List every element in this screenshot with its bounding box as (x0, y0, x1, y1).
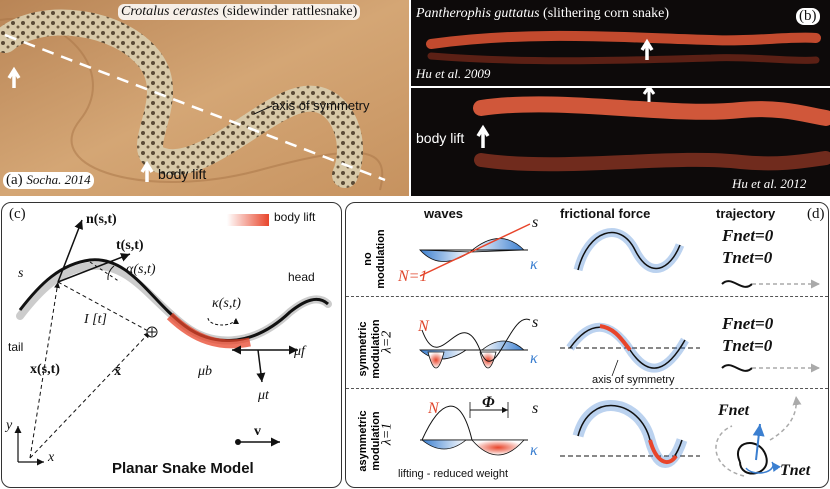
panel-c-caption: Planar Snake Model (112, 460, 254, 477)
panel-c-frame (1, 202, 342, 488)
row2-kappa-label: κ (530, 350, 538, 367)
mu-b-label: μb (198, 364, 213, 379)
axis-of-symmetry-label: axis of symmetry (272, 98, 370, 113)
row1-n1-label: N=1 (398, 268, 428, 285)
corn-snake-illustration-bottom (473, 88, 830, 172)
alpha-label: α(s,t) (126, 262, 156, 277)
sidewinder-illustration (0, 0, 409, 196)
sidewinder-photo (0, 0, 409, 196)
row1-s-label: s (532, 214, 539, 231)
row3-s-label: s (532, 400, 539, 417)
phase-phi-label: Φ (482, 394, 495, 411)
body-lift-legend-label: body lift (274, 210, 316, 224)
arclength-s-label: s (18, 266, 24, 281)
corn-snake-photo-bottom (411, 88, 830, 196)
col-trajectory-header: trajectory (716, 206, 776, 221)
tnet-label: Tnet (780, 462, 811, 479)
col-waves-header: waves (424, 206, 464, 221)
corn-snake-illustration-top (426, 30, 821, 65)
row2-s-label: s (532, 314, 539, 331)
citation-hu-2009: Hu et al. 2009 (416, 66, 491, 81)
corn-snake-photo-top (411, 0, 830, 86)
mu-f-label: μf (294, 344, 305, 359)
fnet-label: Fnet (718, 402, 750, 419)
body-lift-label-b: body lift (416, 130, 465, 146)
velocity-label: v (254, 424, 261, 439)
row-divider-2 (346, 388, 828, 389)
position-vector-label: x(s,t) (30, 362, 60, 377)
row3-lambda: λ=1 (379, 422, 395, 446)
lifting-reduced-weight-label: lifting - reduced weight (398, 468, 509, 480)
head-label: head (288, 270, 315, 284)
axis-of-symmetry-label-d: axis of symmetry (592, 374, 675, 386)
citation-hu-2012: Hu et al. 2012 (732, 176, 807, 191)
tnet-zero-row2: Tnet=0 (722, 336, 773, 355)
fnet-zero-row1: Fnet=0 (722, 226, 774, 245)
panel-d-tag: (d) (804, 206, 828, 223)
x-axis-label: x (48, 450, 55, 465)
planar-snake-model (14, 214, 332, 466)
fnet-zero-row2: Fnet=0 (722, 314, 774, 333)
tangent-vector-label: t(s,t) (116, 238, 144, 253)
row3-kappa-label: κ (530, 442, 538, 459)
body-lift-label-a: body lift (158, 166, 207, 182)
panel-a-tag: (a) Socha. 2014 (3, 172, 94, 189)
panel-b-title: Pantherophis guttatus (slithering corn s… (416, 6, 670, 21)
y-axis-label: y (6, 418, 13, 433)
panel-a-title: Crotalus cerastes (sidewinder rattlesnak… (118, 4, 361, 20)
panel-c-tag: (c) (6, 206, 29, 223)
body-lift-legend-swatch (227, 214, 269, 226)
row2-lambda: λ=2 (379, 330, 395, 354)
modulation-diagrams (418, 223, 820, 477)
tail-label: tail (8, 340, 24, 354)
row3-n-label: N (428, 400, 439, 417)
normal-vector-label: n(s,t) (86, 212, 117, 227)
inertia-label: I [t] (84, 312, 107, 327)
row2-n-label: N (418, 318, 429, 335)
row1-kappa-label: κ (530, 256, 538, 273)
tnet-zero-row1: Tnet=0 (722, 248, 773, 267)
panel-b-tag: (b) (796, 8, 820, 25)
mu-t-label: μt (258, 388, 269, 403)
centroid-label: x̄ (114, 364, 121, 379)
axis-pointer (253, 105, 273, 115)
curvature-label: κ(s,t) (212, 296, 241, 311)
panel-d-frame (345, 202, 829, 488)
row-divider-1 (346, 296, 828, 297)
col-force-header: frictional force (560, 206, 651, 221)
